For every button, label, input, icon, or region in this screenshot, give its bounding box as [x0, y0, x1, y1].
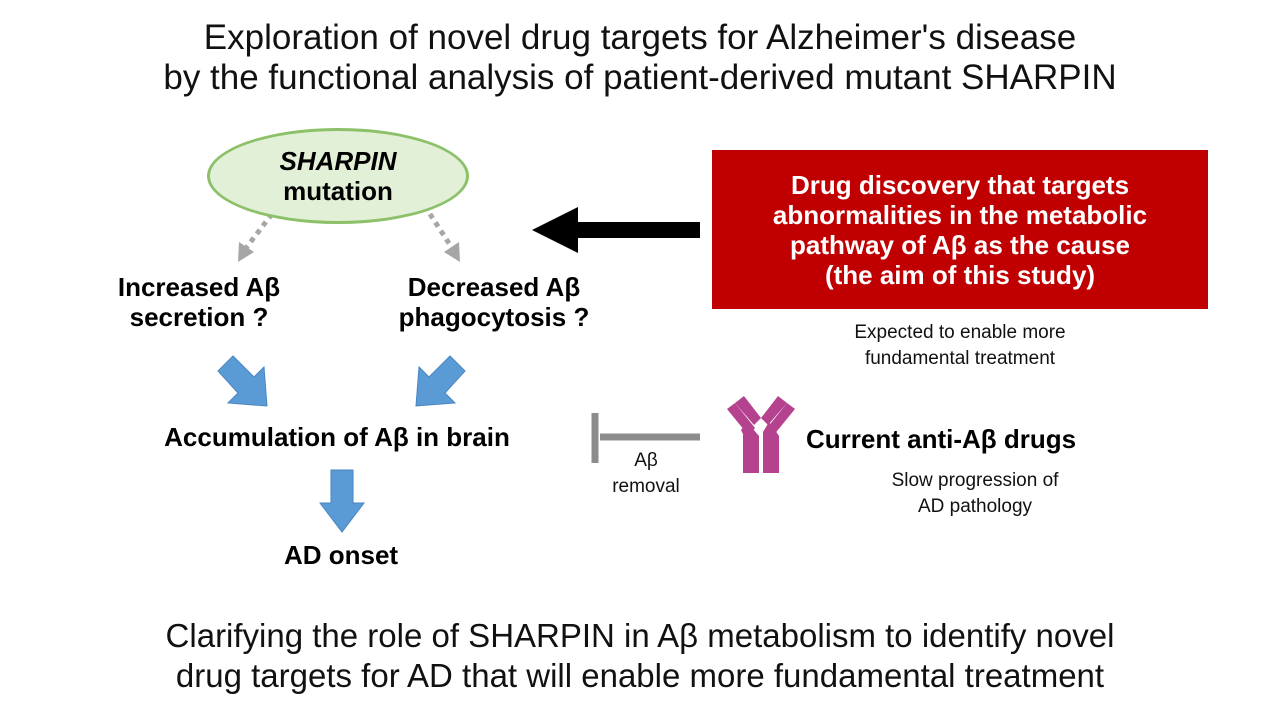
drug-box-line-4: (the aim of this study) [824, 259, 1096, 290]
drug-box-line-3: pathway of Aβ as the cause [789, 229, 1130, 260]
secretion-line-1: Increased Aβ [117, 272, 281, 302]
sharpin-mutation-node: SHARPIN mutation [207, 128, 469, 224]
drug-box-line-1: Drug discovery that targets [790, 169, 1130, 200]
secretion-node: Increased Aβ secretion ? [80, 272, 318, 332]
ad-onset-node: AD onset [283, 540, 399, 570]
current-drugs-label: Current anti-Aβ drugs [806, 424, 1077, 454]
title-line-2: by the functional analysis of patient-de… [163, 58, 1117, 97]
removal-line-1: Aβ [634, 450, 658, 471]
conclusion-line-1: Clarifying the role of SHARPIN in Aβ met… [165, 617, 1115, 654]
expected-note: Expected to enable more fundamental trea… [800, 320, 1120, 372]
slow-progression-note: Slow progression of AD pathology [840, 468, 1110, 520]
mutation-label: mutation [283, 176, 393, 206]
phagocytosis-line-2: phagocytosis ? [398, 302, 590, 332]
conclusion-text: Clarifying the role of SHARPIN in Aβ met… [0, 616, 1280, 696]
black-arrow [532, 207, 700, 253]
dotted-arrow-right [427, 212, 460, 262]
conclusion-line-2: drug targets for AD that will enable mor… [175, 657, 1105, 694]
slow-line-1: Slow progression of [891, 470, 1059, 491]
phagocytosis-node: Decreased Aβ phagocytosis ? [370, 272, 618, 332]
dotted-arrow-left [238, 212, 274, 262]
accumulation-node: Accumulation of Aβ in brain [164, 422, 510, 452]
removal-label: Aβ removal [596, 448, 696, 500]
phagocytosis-line-1: Decreased Aβ [407, 272, 581, 302]
drug-discovery-box: Drug discovery that targets abnormalitie… [712, 150, 1208, 309]
inhibition-bar [591, 413, 700, 463]
blue-arrow-down [318, 469, 366, 533]
slow-line-2: AD pathology [917, 496, 1033, 517]
expected-line-2: fundamental treatment [864, 348, 1056, 369]
antibody-icon [727, 396, 795, 473]
drug-box-line-2: abnormalities in the metabolic [772, 199, 1148, 230]
blue-arrow-left [217, 355, 268, 407]
removal-line-2: removal [612, 476, 680, 497]
page-title: Exploration of novel drug targets for Al… [0, 18, 1280, 98]
blue-arrow-right [415, 355, 466, 407]
title-line-1: Exploration of novel drug targets for Al… [203, 18, 1077, 57]
secretion-line-2: secretion ? [129, 302, 269, 332]
expected-line-1: Expected to enable more [854, 322, 1066, 343]
sharpin-gene-label: SHARPIN [279, 146, 397, 176]
